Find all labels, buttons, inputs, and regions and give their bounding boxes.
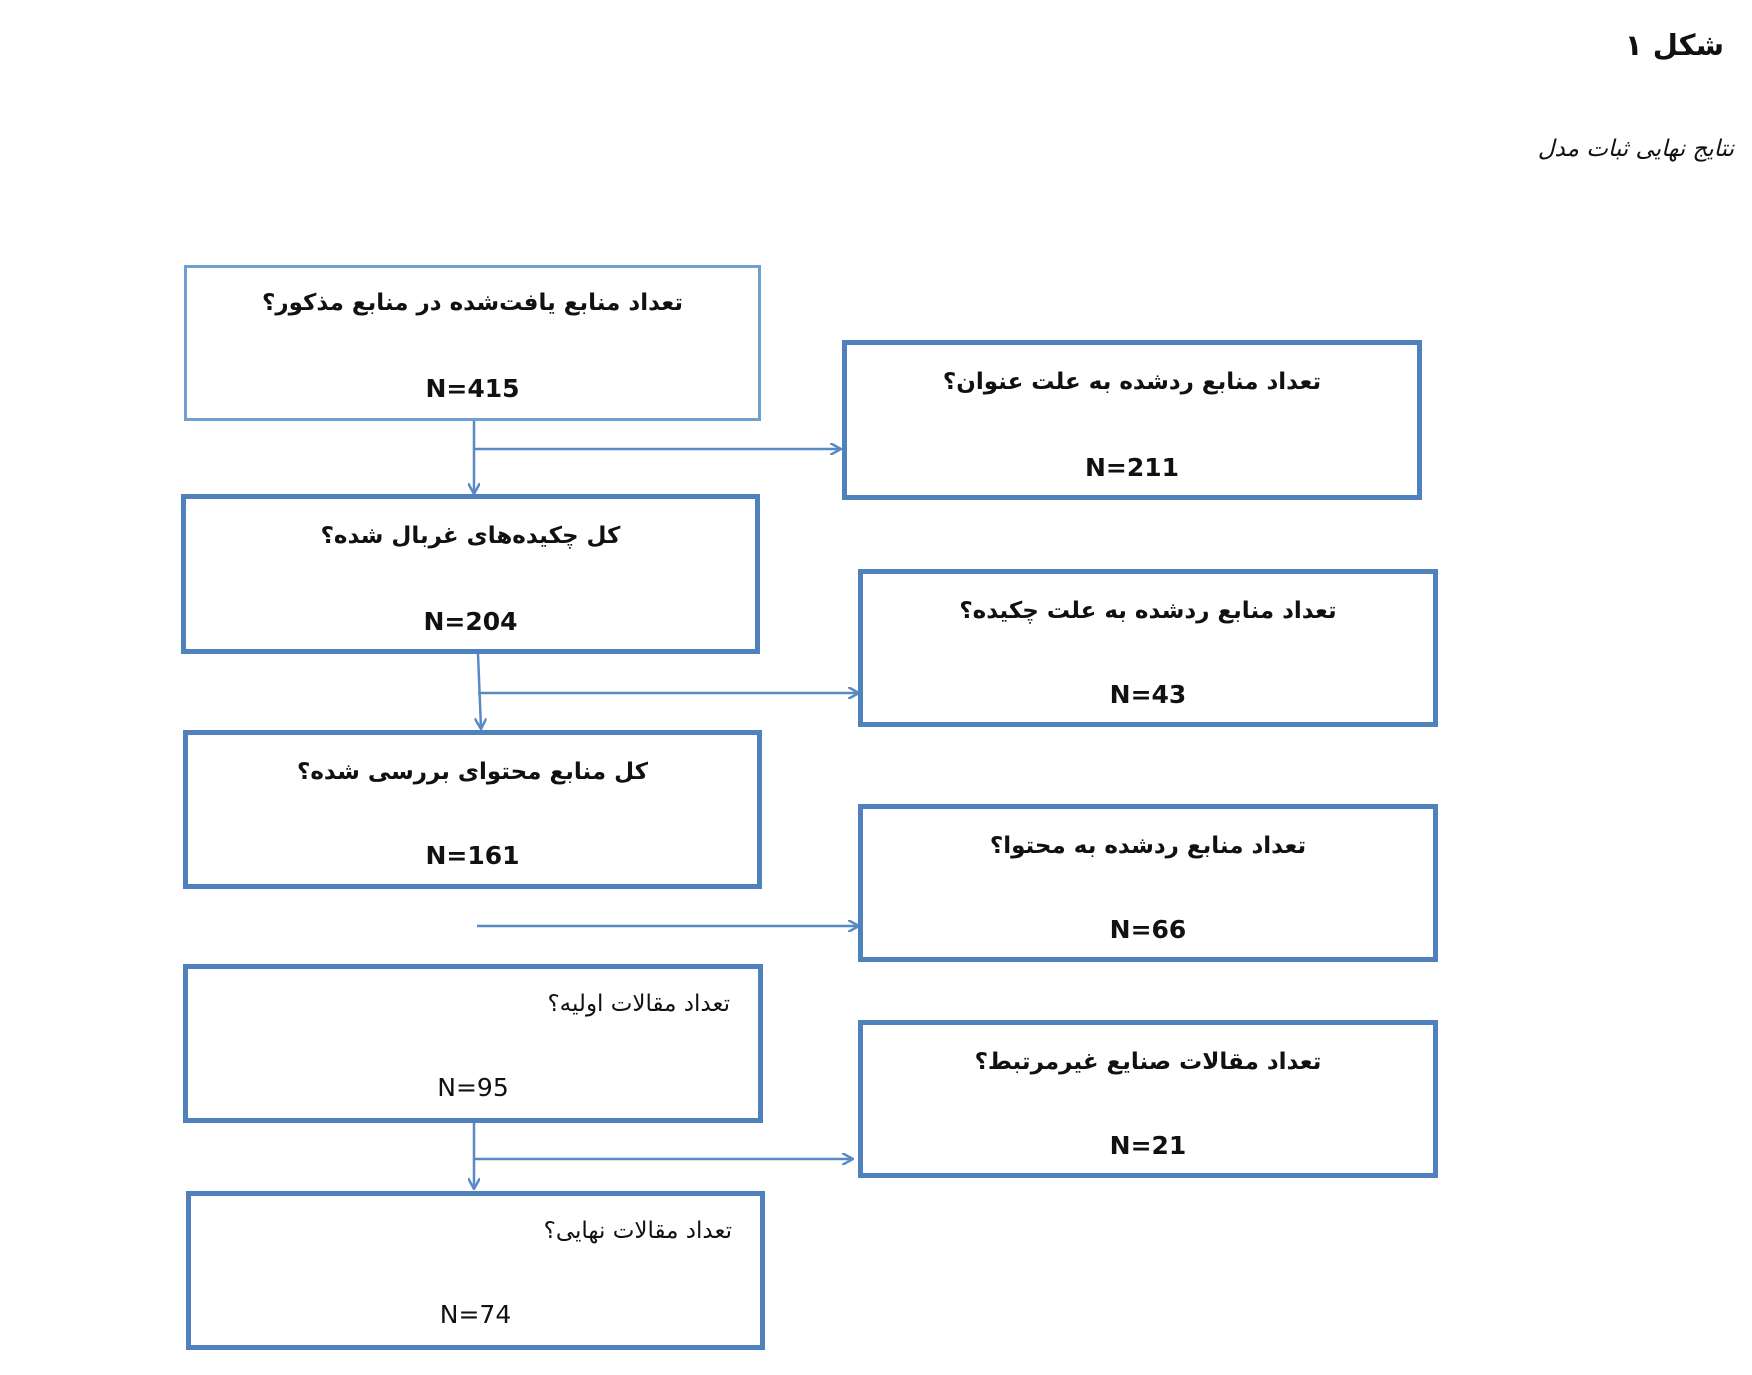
box-rejected-content: تعداد منابع ردشده به محتوا؟ N=66 bbox=[858, 804, 1438, 962]
arrow-down-2 bbox=[478, 653, 481, 728]
box-rejected-abstract: تعداد منابع ردشده به علت چکیده؟ N=43 bbox=[858, 569, 1438, 727]
box-sources-found: تعداد منابع یافت‌شده در منابع مذکور؟ N=4… bbox=[184, 265, 761, 421]
box-question: تعداد منابع ردشده به علت عنوان؟ bbox=[942, 369, 1322, 395]
box-rejected-title: تعداد منابع ردشده به علت عنوان؟ N=211 bbox=[842, 340, 1422, 500]
box-count: N=21 bbox=[1109, 1131, 1187, 1160]
box-abstracts-screened: کل چکیده‌های غربال شده؟ N=204 bbox=[181, 494, 760, 654]
box-question: تعداد منابع ردشده به محتوا؟ bbox=[989, 833, 1307, 859]
box-question: تعداد مقالات نهایی؟ bbox=[543, 1218, 732, 1244]
box-unrelated-industries: تعداد مقالات صنایع غیرمرتبط؟ N=21 bbox=[858, 1020, 1438, 1178]
box-question: تعداد منابع یافت‌شده در منابع مذکور؟ bbox=[262, 290, 683, 316]
box-count: N=95 bbox=[437, 1073, 509, 1102]
box-question: تعداد مقالات صنایع غیرمرتبط؟ bbox=[974, 1049, 1322, 1075]
box-count: N=161 bbox=[425, 841, 520, 870]
box-count: N=211 bbox=[1084, 453, 1180, 482]
box-question: کل چکیده‌های غربال شده؟ bbox=[320, 523, 621, 549]
figure-caption: نتایج نهایی ثبات مدل bbox=[1537, 136, 1734, 162]
box-initial-articles: تعداد مقالات اولیه؟ N=95 bbox=[183, 964, 763, 1123]
box-final-articles: تعداد مقالات نهایی؟ N=74 bbox=[186, 1191, 765, 1350]
box-count: N=204 bbox=[423, 607, 518, 636]
figure-title: شکل ۱ bbox=[1624, 28, 1724, 62]
box-question: تعداد مقالات اولیه؟ bbox=[547, 991, 730, 1017]
box-count: N=415 bbox=[425, 374, 520, 403]
box-question: تعداد منابع ردشده به علت چکیده؟ bbox=[959, 598, 1337, 624]
box-question: کل منابع محتوای بررسی شده؟ bbox=[296, 759, 649, 785]
box-content-reviewed: کل منابع محتوای بررسی شده؟ N=161 bbox=[183, 730, 762, 889]
box-count: N=74 bbox=[439, 1300, 512, 1329]
box-count: N=66 bbox=[1109, 915, 1187, 944]
box-count: N=43 bbox=[1109, 680, 1187, 709]
